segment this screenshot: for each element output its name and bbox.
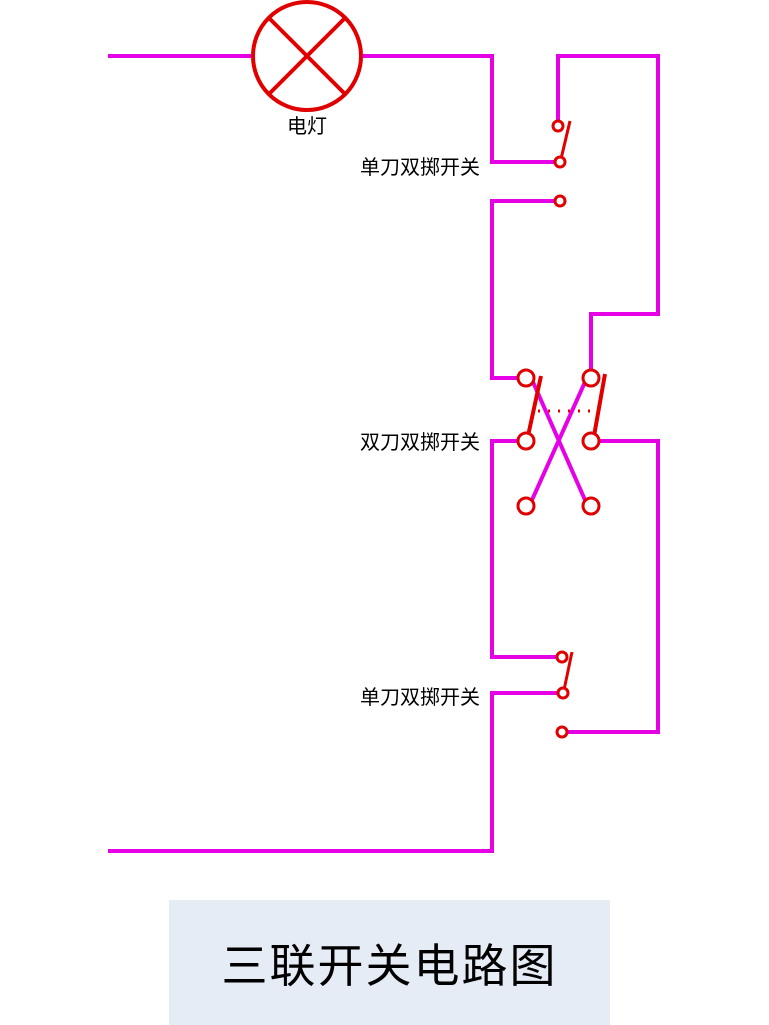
lamp-label: 电灯 bbox=[287, 114, 327, 138]
wire-dpdt-cross-b bbox=[529, 379, 588, 503]
lamp-symbol bbox=[251, 0, 363, 112]
dpdt-top-left-contact bbox=[516, 368, 536, 388]
bottom-switch-lower-contact bbox=[555, 725, 569, 739]
middle-switch-label: 双刀双掷开关 bbox=[360, 430, 480, 454]
wire-dpdt-right-to-bottom-switch bbox=[564, 439, 660, 734]
top-switch-common-contact bbox=[553, 155, 567, 169]
wires bbox=[108, 54, 660, 853]
dpdt-mid-left-contact bbox=[516, 431, 536, 451]
bottom-switch-upper-contact bbox=[555, 650, 569, 664]
top-switch-upper-contact bbox=[551, 119, 565, 133]
wire-top-switch-lower-to-dpdt bbox=[490, 199, 557, 380]
wire-bottom-switch-to-output bbox=[108, 691, 558, 853]
dpdt-left-blade bbox=[526, 375, 543, 437]
dpdt-right-blade bbox=[592, 373, 607, 437]
dpdt-top-right-contact bbox=[581, 368, 601, 388]
bottom-spdt-switch bbox=[555, 650, 574, 739]
bottom-switch-label: 单刀双掷开关 bbox=[360, 685, 480, 709]
top-spdt-switch bbox=[551, 119, 572, 208]
diagram-title: 三联开关电路图 bbox=[221, 938, 558, 993]
dpdt-bottom-right-contact bbox=[581, 496, 601, 516]
top-switch-blade bbox=[559, 120, 572, 160]
wire-top-switch-upper-to-dpdt bbox=[556, 54, 660, 374]
diagram-title-box: 三联开关电路图 bbox=[169, 900, 610, 1025]
top-switch-label: 单刀双掷开关 bbox=[360, 155, 480, 179]
middle-dpdt-switch bbox=[516, 368, 607, 516]
bottom-switch-blade bbox=[562, 651, 574, 691]
lamp-cross-b bbox=[267, 16, 347, 96]
lamp-circle bbox=[251, 0, 363, 112]
wire-lamp-to-top-switch bbox=[360, 54, 558, 164]
wire-dpdt-left-to-bottom-switch bbox=[490, 439, 560, 659]
bottom-switch-common-contact bbox=[556, 686, 570, 700]
dpdt-mid-right-contact bbox=[581, 431, 601, 451]
dpdt-bottom-left-contact bbox=[516, 496, 536, 516]
top-switch-lower-contact bbox=[553, 194, 567, 208]
